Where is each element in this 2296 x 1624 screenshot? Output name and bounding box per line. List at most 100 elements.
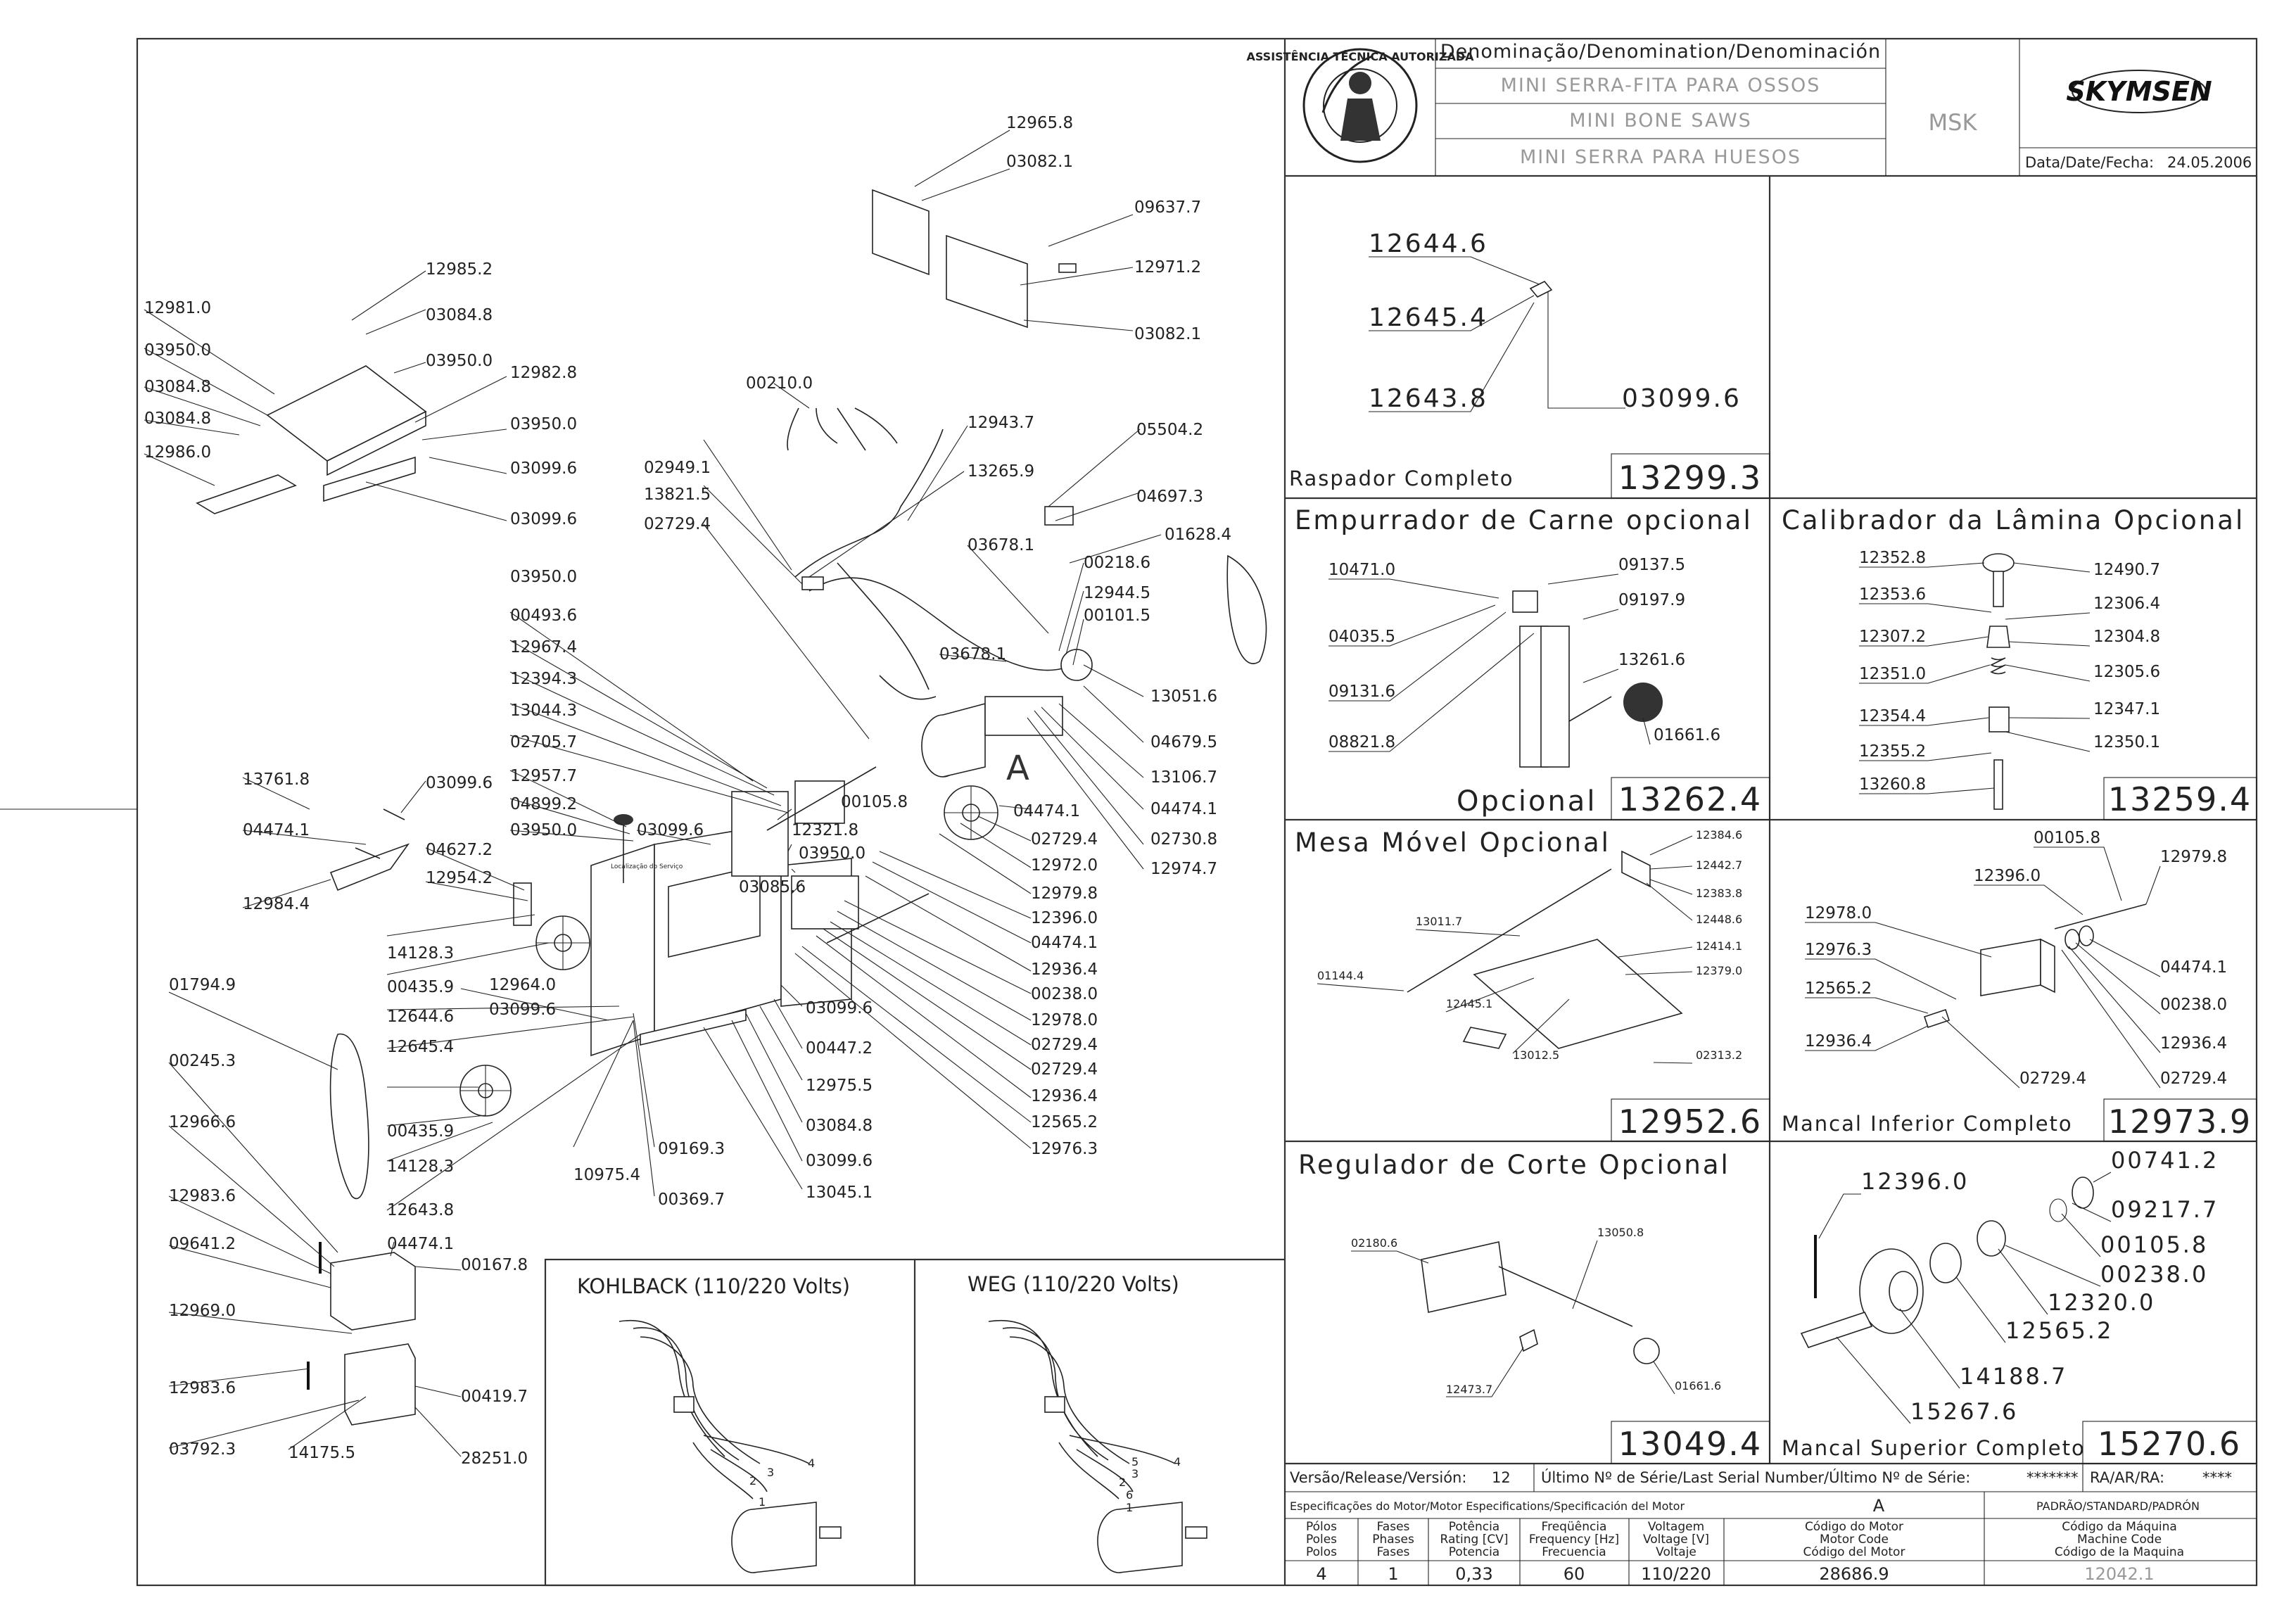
- regulador-label-4: 01661.6: [1675, 1379, 1721, 1393]
- empurrador-label-3: 09131.6: [1328, 683, 1395, 701]
- mancal-sup-label-3: 09217.7: [2111, 1196, 2219, 1223]
- panel-regulador: Regulador de Corte Opcional 02180.6 1305…: [1298, 1150, 1761, 1463]
- val-motor-code: 28686.9: [1819, 1564, 1889, 1584]
- label-03950-0: 03950.0: [144, 341, 211, 360]
- label-12394-3: 12394.3: [510, 670, 577, 688]
- belt: [1226, 554, 1267, 664]
- label-03950-0f: 03950.0: [799, 844, 865, 863]
- mancal-inf-label-2: 12979.8: [2160, 848, 2227, 866]
- detail-a-label: A: [1006, 749, 1029, 788]
- serial-label: Último Nº de Série/Last Serial Number/Úl…: [1541, 1468, 1970, 1486]
- label-03950-0d: 03950.0: [510, 568, 577, 586]
- slot-note: Localização do Serviço: [611, 863, 683, 870]
- label-03099-6: 03099.6: [510, 459, 577, 478]
- calibrador-label-3: 12307.2: [1859, 628, 1926, 646]
- label-12974-7: 12974.7: [1150, 860, 1217, 878]
- panel-mancal-inferior: 00105.8 12979.8 12396.0 12978.0 12976.3 …: [1782, 829, 2250, 1141]
- val-poles: 4: [1316, 1564, 1326, 1584]
- label-03099-6b: 03099.6: [510, 510, 577, 528]
- calibrador-label-5: 12354.4: [1859, 707, 1926, 725]
- label-00210-0: 00210.0: [746, 374, 813, 393]
- col-poles-h2: Poles: [1306, 1533, 1337, 1547]
- empurrador-label-5: 09137.5: [1618, 556, 1685, 574]
- label-12982-8: 12982.8: [510, 364, 577, 382]
- ra-label: RA/AR/RA:: [2090, 1469, 2164, 1486]
- mesa-label-3: 12383.8: [1696, 887, 1742, 900]
- label-13265-9: 13265.9: [968, 462, 1034, 481]
- label-00369-7: 00369.7: [658, 1191, 725, 1209]
- label-13051-6: 13051.6: [1150, 687, 1217, 706]
- col-machine-code-h3: Código de la Maquina: [2055, 1545, 2184, 1559]
- date-value: 24.05.2006: [2167, 154, 2252, 171]
- model-code: MSK: [1929, 109, 1978, 136]
- kohlback-wire-3: 3: [767, 1466, 774, 1479]
- mesa-code: 12952.6: [1618, 1103, 1762, 1141]
- label-12984-4: 12984.4: [243, 895, 310, 913]
- raspador-code: 13299.3: [1618, 459, 1762, 497]
- label-12321-8: 12321.8: [792, 821, 858, 839]
- release-label: Versão/Release/Versión:: [1290, 1469, 1466, 1486]
- col-phases-h2: Phases: [1372, 1533, 1414, 1547]
- label-28251-0: 28251.0: [461, 1449, 528, 1468]
- weg-wire-3: 3: [1131, 1467, 1139, 1480]
- mancal-sup-label-9: 15267.6: [1910, 1398, 2018, 1425]
- label-03792-3: 03792.3: [169, 1440, 236, 1459]
- calibrador-title: Calibrador da Lâmina Opcional: [1782, 505, 2245, 535]
- label-02705-7: 02705.7: [510, 733, 577, 751]
- label-03099-6f: 03099.6: [806, 999, 873, 1017]
- label-02729-4b: 02729.4: [1031, 830, 1098, 849]
- motor-spec-variant: A: [1873, 1496, 1885, 1516]
- col-motor-code-h3: Código del Motor: [1803, 1545, 1905, 1559]
- calibrador-label-6: 12355.2: [1859, 742, 1926, 761]
- mancal-sup-label-5: 00238.0: [2100, 1261, 2208, 1288]
- label-04627-2: 04627.2: [426, 841, 493, 859]
- label-02949-1: 02949.1: [644, 459, 711, 477]
- label-12975-5: 12975.5: [806, 1077, 873, 1095]
- mancal-sup-title: Mancal Superior Completo: [1782, 1436, 2086, 1460]
- kohlback-wire-1: 1: [759, 1495, 766, 1509]
- mancal-inf-label-12: 02729.4: [2160, 1070, 2227, 1088]
- label-03099-6e: 03099.6: [489, 1001, 556, 1019]
- col-rating-h1: Potência: [1449, 1520, 1499, 1534]
- col-frequency-h2: Frequency [Hz]: [1529, 1533, 1619, 1547]
- main-exploded-view: A: [196, 189, 1267, 1426]
- denomination-header: Denominação/Denomination/Denominación: [1440, 41, 1881, 63]
- mancal-inf-title: Mancal Inferior Completo: [1782, 1112, 2073, 1136]
- label-12966-6: 12966.6: [169, 1113, 236, 1131]
- mancal-inf-label-10: 12936.4: [2160, 1034, 2227, 1053]
- label-12978-0: 12978.0: [1031, 1011, 1098, 1029]
- motor-spec-label: Especificações do Motor/Motor Especifica…: [1290, 1499, 1685, 1513]
- label-12565-2: 12565.2: [1031, 1113, 1098, 1131]
- empurrador-label-4: 08821.8: [1328, 733, 1395, 751]
- val-machine-code: 12042.1: [2084, 1564, 2154, 1584]
- label-03084-8b: 03084.8: [144, 378, 211, 396]
- mesa-title: Mesa Móvel Opcional: [1295, 827, 1611, 858]
- name-en: MINI BONE SAWS: [1569, 110, 1752, 132]
- regulador-label-1: 02180.6: [1351, 1236, 1397, 1250]
- panel-raspador: 12644.6 12645.4 12643.8 03099.6 Raspador…: [1289, 229, 1762, 497]
- kohlback-title: KOHLBACK (110/220 Volts): [577, 1274, 850, 1298]
- cover-plate: [872, 189, 930, 276]
- name-pt: MINI SERRA-FITA PARA OSSOS: [1501, 75, 1821, 96]
- col-voltage-h1: Voltagem: [1648, 1520, 1704, 1534]
- date-label: Data/Date/Fecha:: [2025, 154, 2154, 171]
- label-00218-6: 00218.6: [1084, 554, 1150, 572]
- label-01794-9: 01794.9: [169, 976, 236, 994]
- label-00245-3: 00245.3: [169, 1052, 236, 1070]
- col-motor-code-h1: Código do Motor: [1805, 1520, 1903, 1534]
- mancal-sup-label-7: 12565.2: [2005, 1317, 2113, 1344]
- raspador-label-3: 12643.8: [1369, 384, 1488, 413]
- kohlback-motor: KOHLBACK (110/220 Volts) 4 3 2 1: [577, 1274, 850, 1573]
- main-motor: [921, 649, 1093, 778]
- mancal-inf-label-9: 00238.0: [2160, 996, 2227, 1014]
- mesa-label-1: 12384.6: [1696, 828, 1742, 842]
- panel-mesa-movel: Mesa Móvel Opcional 12384.6 12442.7 1238…: [1295, 827, 1762, 1141]
- label-09169-3: 09169.3: [658, 1140, 725, 1158]
- mancal-inf-label-8: 04474.1: [2160, 958, 2227, 977]
- label-04474-1c: 04474.1: [1031, 934, 1098, 952]
- label-12986-0: 12986.0: [144, 443, 211, 462]
- panel-mancal-superior: 12396.0 00741.2 09217.7 00105.8 00238.0 …: [1782, 1147, 2240, 1463]
- kohlback-wire-4: 4: [808, 1457, 815, 1470]
- label-03099-6c: 03099.6: [637, 821, 704, 839]
- brand-name: SKYMSEN: [2066, 76, 2212, 107]
